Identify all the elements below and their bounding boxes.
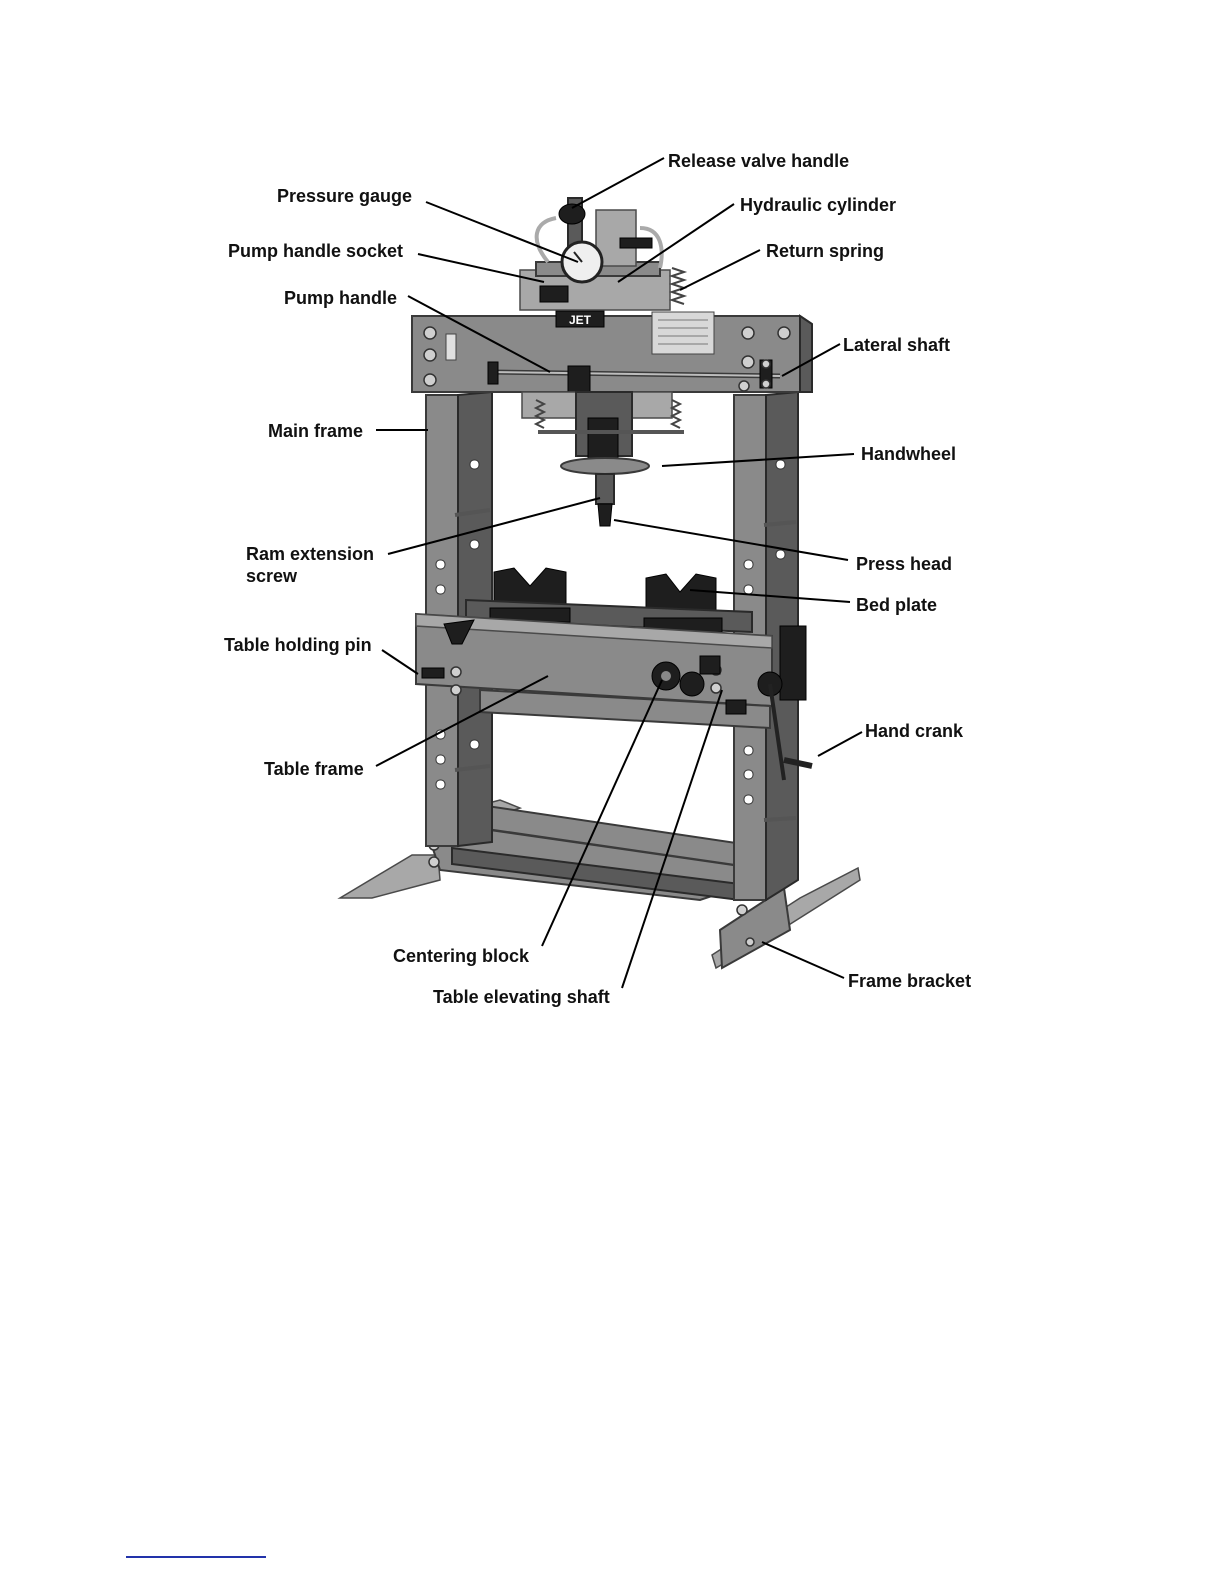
label-hydraulic-cylinder: Hydraulic cylinder — [740, 195, 896, 215]
leader-table-holding-pin — [382, 650, 418, 674]
label-frame-bracket: Frame bracket — [848, 971, 971, 991]
head-frame: JET — [412, 311, 812, 392]
leader-frame-bracket — [762, 942, 844, 978]
table-pin-shape — [422, 668, 444, 678]
handwheel-shape — [561, 458, 649, 474]
leader-pump-handle-socket — [418, 254, 544, 282]
label-pump-handle: Pump handle — [284, 288, 397, 308]
label-hand-crank: Hand crank — [865, 721, 964, 741]
label-ram-extension-screw-line1: Ram extension — [246, 544, 374, 564]
leader-centering-block — [542, 680, 662, 946]
label-table-frame: Table frame — [264, 759, 364, 779]
label-pressure-gauge: Pressure gauge — [277, 186, 412, 206]
label-lateral-shaft: Lateral shaft — [843, 335, 950, 355]
label-table-elevating-shaft: Table elevating shaft — [433, 987, 610, 1007]
leader-hand-crank — [818, 732, 862, 756]
footnote-divider — [126, 1556, 266, 1558]
label-release-valve-handle: Release valve handle — [668, 151, 849, 171]
warning-plate — [652, 312, 714, 354]
label-centering-block: Centering block — [393, 946, 530, 966]
leader-press-head — [614, 520, 848, 560]
label-ram-extension-screw-line2: screw — [246, 566, 298, 586]
leader-pressure-gauge — [426, 202, 578, 262]
label-handwheel: Handwheel — [861, 444, 956, 464]
ram-assembly — [522, 392, 684, 526]
brand-plate-text: JET — [569, 313, 592, 327]
label-press-head: Press head — [856, 554, 952, 574]
leader-ram-extension-screw — [388, 498, 600, 554]
leader-release-valve-handle — [572, 158, 664, 208]
label-pump-handle-socket: Pump handle socket — [228, 241, 403, 261]
label-bed-plate: Bed plate — [856, 595, 937, 615]
label-main-frame: Main frame — [268, 421, 363, 441]
label-table-holding-pin: Table holding pin — [224, 635, 372, 655]
leader-return-spring — [680, 250, 760, 290]
press-illustration: JET — [340, 198, 860, 968]
label-return-spring: Return spring — [766, 241, 884, 261]
